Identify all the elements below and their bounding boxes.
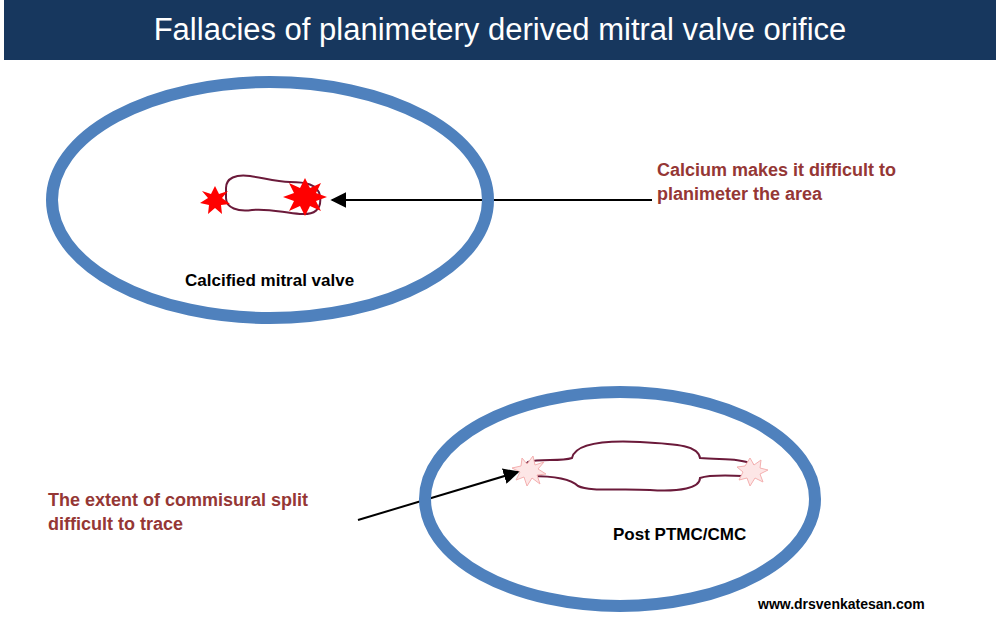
commissural-split	[737, 458, 768, 486]
annotation: The extent of commisural split difficult…	[48, 488, 323, 537]
valve-ring: Post PTMC/CMC	[418, 385, 822, 613]
valve-caption: Calcified mitral valve	[185, 271, 354, 291]
commissural-split	[512, 456, 546, 486]
watermark: www.drsvenkatesan.com	[758, 595, 988, 614]
annotation: Calcium makes it difficult to planimeter…	[657, 158, 977, 207]
valve-orifice	[525, 442, 755, 491]
ellipse-outline	[418, 385, 822, 613]
title: Fallacies of planimetery derived mitral …	[154, 12, 847, 48]
leader-arrow	[358, 472, 518, 520]
calcium-spot	[200, 186, 230, 214]
calcium-spot	[283, 178, 327, 216]
title-bar: Fallacies of planimetery derived mitral …	[4, 0, 996, 60]
valve-ring: Calcified mitral valve	[45, 75, 495, 325]
valve-caption: Post PTMC/CMC	[613, 525, 746, 545]
